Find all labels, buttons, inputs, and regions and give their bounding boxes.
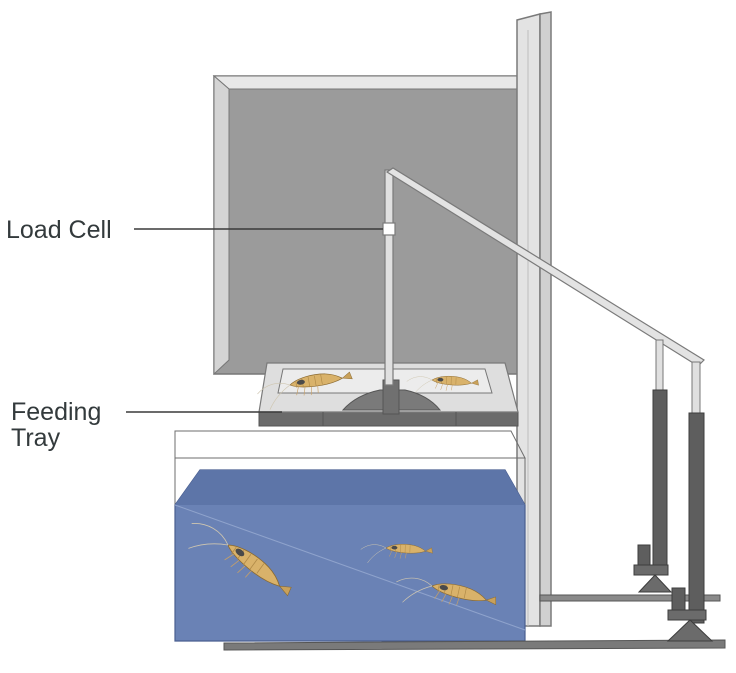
feeding-tray-label-line2: Tray: [11, 424, 61, 452]
feeding-tray-label-line1: Feeding: [11, 398, 102, 426]
cylinder-rear: [633, 339, 673, 593]
load-cell-assembly: [382, 167, 705, 386]
feeding-tray-label: Feeding Tray: [11, 399, 101, 451]
load-cell-label: Load Cell: [6, 216, 112, 244]
cylinder-front: [666, 361, 714, 642]
backboard: [212, 74, 543, 376]
feeding-tray: [255, 362, 519, 427]
base-frame: [223, 594, 726, 651]
aquarium-tank: [174, 430, 526, 642]
